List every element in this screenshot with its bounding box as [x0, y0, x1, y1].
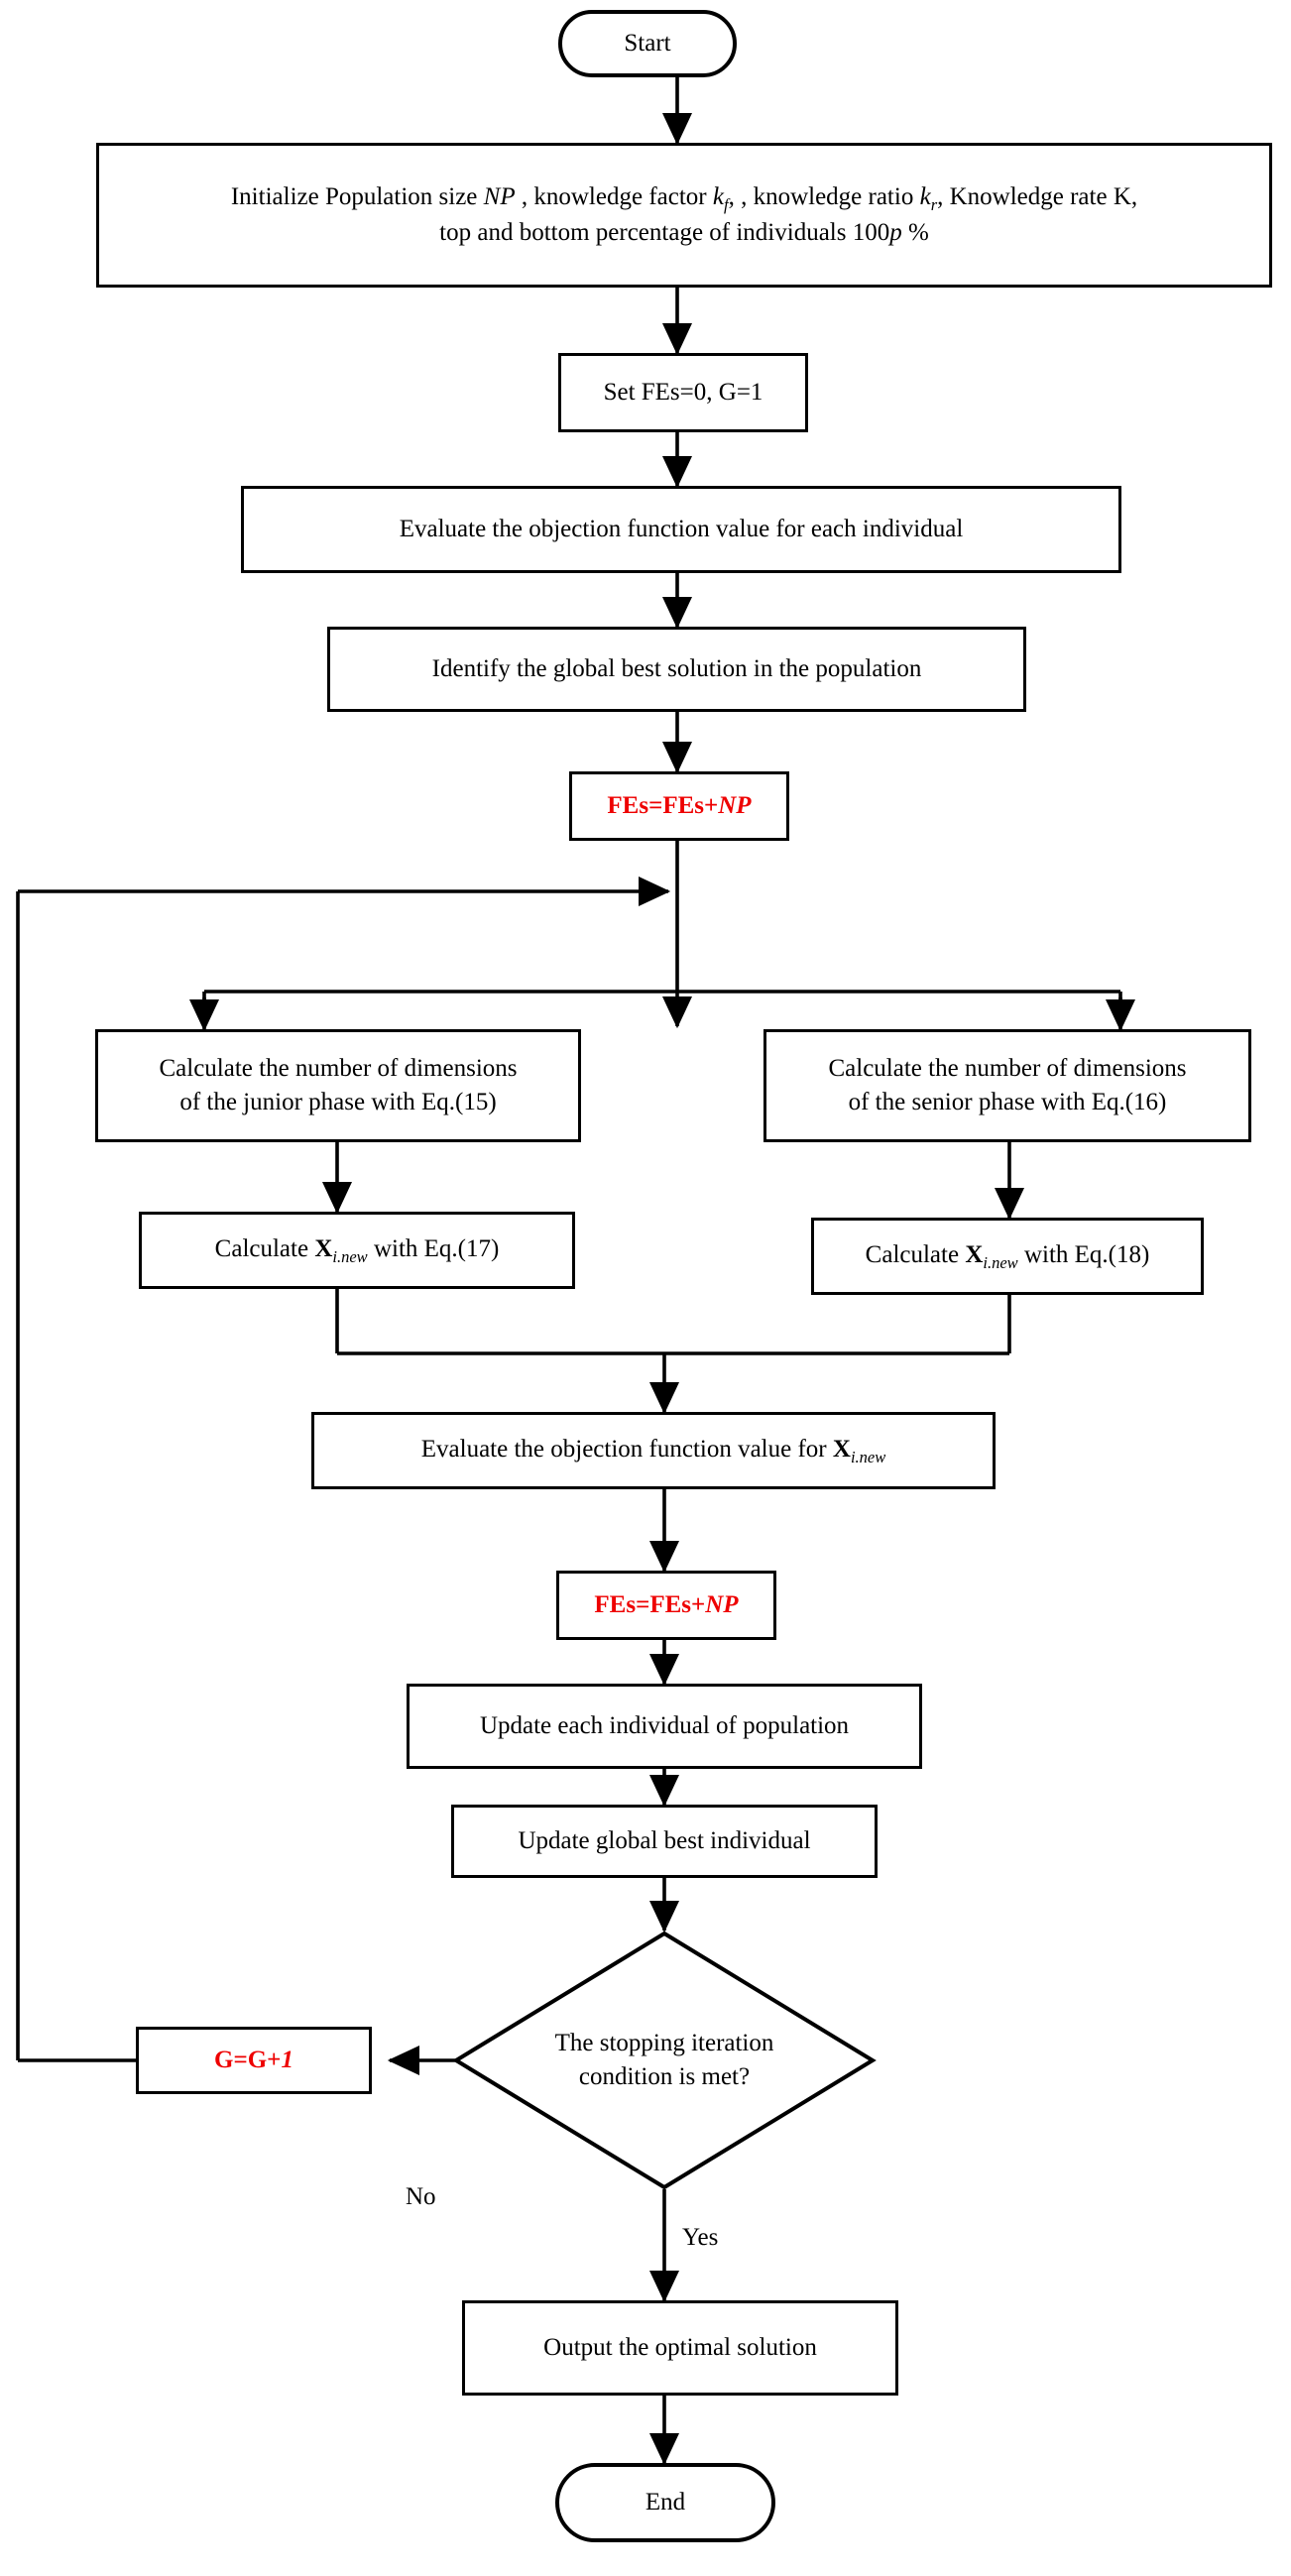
node-update-population-label: Update each individual of population: [479, 1712, 850, 1740]
init-text-a: Initialize Population size: [230, 182, 484, 210]
node-output-solution[interactable]: Output the optimal solution: [462, 2300, 898, 2396]
fes2-np: NP: [705, 1591, 739, 1619]
incg-one: 1: [281, 2047, 293, 2074]
junior-line2: of the junior phase with Eq.(15): [179, 1089, 497, 1115]
node-evaluate-each[interactable]: Evaluate the objection function value fo…: [241, 486, 1121, 573]
node-calc-x-eq18-label: Calculate Xi.new with Eq.(18): [866, 1238, 1150, 1274]
edge-label-no: No: [406, 2183, 436, 2210]
node-start-label: Start: [624, 30, 671, 58]
init-kf-sub: f: [723, 194, 729, 214]
node-output-solution-label: Output the optimal solution: [543, 2334, 817, 2362]
node-stopping-condition[interactable]: The stopping iteration condition is met?: [456, 1933, 873, 2187]
node-update-population[interactable]: Update each individual of population: [407, 1684, 922, 1769]
node-calc-x-eq17[interactable]: Calculate Xi.new with Eq.(17): [139, 1212, 575, 1289]
node-evaluate-new-label: Evaluate the objection function value fo…: [421, 1433, 885, 1468]
init-text-e: top and bottom percentage of individuals…: [439, 219, 890, 247]
node-initialize-label: Initialize Population size NP , knowledg…: [231, 180, 1137, 250]
node-start[interactable]: Start: [558, 10, 737, 77]
evalnew-var-sub: i.new: [850, 1447, 886, 1466]
node-senior-dims-label: Calculate the number of dimensions of th…: [828, 1052, 1186, 1119]
init-p: p: [889, 219, 902, 247]
init-kr: k: [919, 182, 931, 210]
fes2-text: FEs=FEs+: [594, 1591, 706, 1619]
node-increment-g[interactable]: G=G+1: [136, 2027, 372, 2094]
node-senior-dims[interactable]: Calculate the number of dimensions of th…: [763, 1029, 1251, 1142]
init-text-f: %: [901, 219, 929, 247]
decision-line1: The stopping iteration: [554, 2030, 774, 2057]
node-fes-update-2[interactable]: FEs=FEs+NP: [556, 1571, 776, 1640]
node-update-best[interactable]: Update global best individual: [451, 1805, 878, 1878]
calc17-var-sub: i.new: [332, 1246, 368, 1266]
node-calc-x-eq17-label: Calculate Xi.new with Eq.(17): [215, 1232, 500, 1268]
decision-diamond-shape: [452, 1931, 877, 2190]
calc17-pre: Calculate: [214, 1234, 315, 1262]
node-identify-best-label: Identify the global best solution in the…: [431, 655, 922, 683]
calc17-post: with Eq.(17): [367, 1234, 500, 1262]
junior-line1: Calculate the number of dimensions: [159, 1055, 518, 1083]
node-fes-update-1[interactable]: FEs=FEs+NP: [569, 771, 789, 841]
fes1-text: FEs=FEs+: [607, 792, 719, 820]
calc17-var: X: [314, 1234, 333, 1262]
calc18-var: X: [965, 1240, 984, 1268]
init-text-c: , , knowledge ratio: [728, 182, 920, 210]
init-kf: k: [712, 182, 724, 210]
edge-label-yes: Yes: [682, 2224, 719, 2251]
decision-line2: condition is met?: [578, 2063, 751, 2090]
init-text-d: , Knowledge rate K,: [937, 182, 1138, 210]
node-evaluate-each-label: Evaluate the objection function value fo…: [399, 516, 964, 543]
evalnew-pre: Evaluate the objection function value fo…: [420, 1435, 833, 1463]
node-end[interactable]: End: [555, 2463, 775, 2542]
init-kr-sub: r: [930, 194, 938, 214]
node-fes-update-1-label: FEs=FEs+NP: [607, 789, 751, 823]
evalnew-var: X: [832, 1435, 851, 1463]
node-end-label: End: [645, 2489, 686, 2517]
init-np: NP: [483, 182, 516, 210]
senior-line2: of the senior phase with Eq.(16): [848, 1089, 1167, 1115]
fes1-np: NP: [718, 792, 752, 820]
calc18-post: with Eq.(18): [1017, 1240, 1150, 1268]
node-junior-dims-label: Calculate the number of dimensions of th…: [159, 1052, 517, 1119]
node-stopping-condition-label: The stopping iteration condition is met?: [515, 2027, 814, 2094]
node-set-fes-label: Set FEs=0, G=1: [603, 379, 763, 407]
init-text-b: , knowledge factor: [515, 182, 713, 210]
node-fes-update-2-label: FEs=FEs+NP: [594, 1588, 738, 1622]
node-calc-x-eq18[interactable]: Calculate Xi.new with Eq.(18): [811, 1218, 1204, 1295]
node-update-best-label: Update global best individual: [518, 1827, 811, 1855]
calc18-var-sub: i.new: [983, 1252, 1018, 1272]
node-evaluate-new[interactable]: Evaluate the objection function value fo…: [311, 1412, 996, 1489]
node-increment-g-label: G=G+1: [214, 2044, 293, 2077]
calc18-pre: Calculate: [865, 1240, 966, 1268]
node-set-fes[interactable]: Set FEs=0, G=1: [558, 353, 808, 432]
node-initialize[interactable]: Initialize Population size NP , knowledg…: [96, 143, 1272, 288]
node-junior-dims[interactable]: Calculate the number of dimensions of th…: [95, 1029, 581, 1142]
senior-line1: Calculate the number of dimensions: [828, 1055, 1187, 1083]
incg-text: G=G+: [214, 2047, 282, 2074]
node-identify-best[interactable]: Identify the global best solution in the…: [327, 627, 1026, 712]
